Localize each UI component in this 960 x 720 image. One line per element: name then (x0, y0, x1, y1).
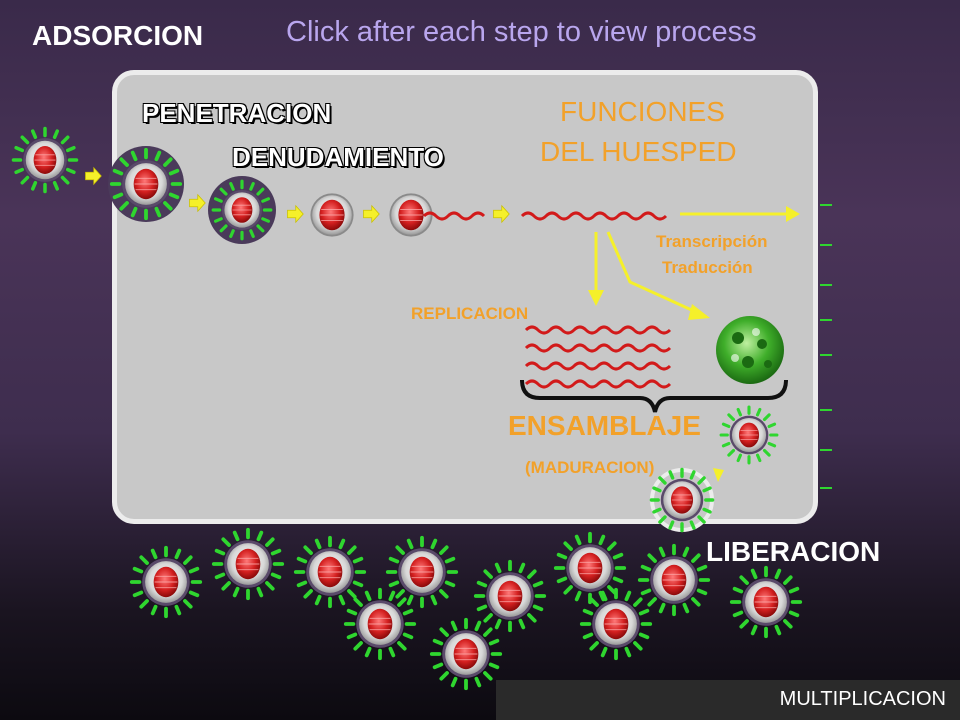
label-liberacion: LIBERACION (706, 536, 881, 567)
label-transcripcion: Transcripción (656, 232, 768, 251)
label-adsorcion: ADSORCION (32, 20, 204, 51)
label-del-huesped: DEL HUESPED (540, 136, 737, 167)
label-traduccion: Traducción (662, 258, 753, 277)
step-arrow (189, 194, 206, 212)
viral-genome-host (520, 211, 668, 221)
label-replicacion: REPLICACION (411, 304, 529, 323)
step-arrow (363, 205, 380, 223)
release-arrow (713, 468, 724, 482)
footer-title: MULTIPLICACION (779, 688, 946, 710)
translation-arrow (606, 231, 697, 314)
capsid-uncoating-1 (309, 192, 355, 238)
label-funciones: FUNCIONES (560, 96, 725, 127)
step-arrow (287, 205, 304, 223)
instruction-text: Click after each step to view process (286, 16, 757, 48)
viral-proteins (716, 316, 784, 384)
label-maduracion: (MADURACION) (525, 458, 655, 477)
step-arrow (493, 205, 510, 223)
viral-genome (422, 211, 486, 221)
released-virions (129, 527, 803, 691)
label-denudamiento: DENUDAMIENTO (232, 142, 444, 172)
assembled-virion (719, 405, 779, 465)
virus-adsorbing (11, 126, 79, 194)
footer-bar (496, 680, 960, 720)
host-cell (112, 70, 818, 524)
label-ensamblaje: ENSAMBLAJE (508, 410, 701, 441)
assembly-brace (520, 379, 788, 413)
label-penetracion: PENETRACION (142, 98, 332, 128)
membrane-receptors (820, 204, 832, 489)
step-arrow (85, 167, 102, 185)
replicated-genomes (524, 325, 672, 389)
